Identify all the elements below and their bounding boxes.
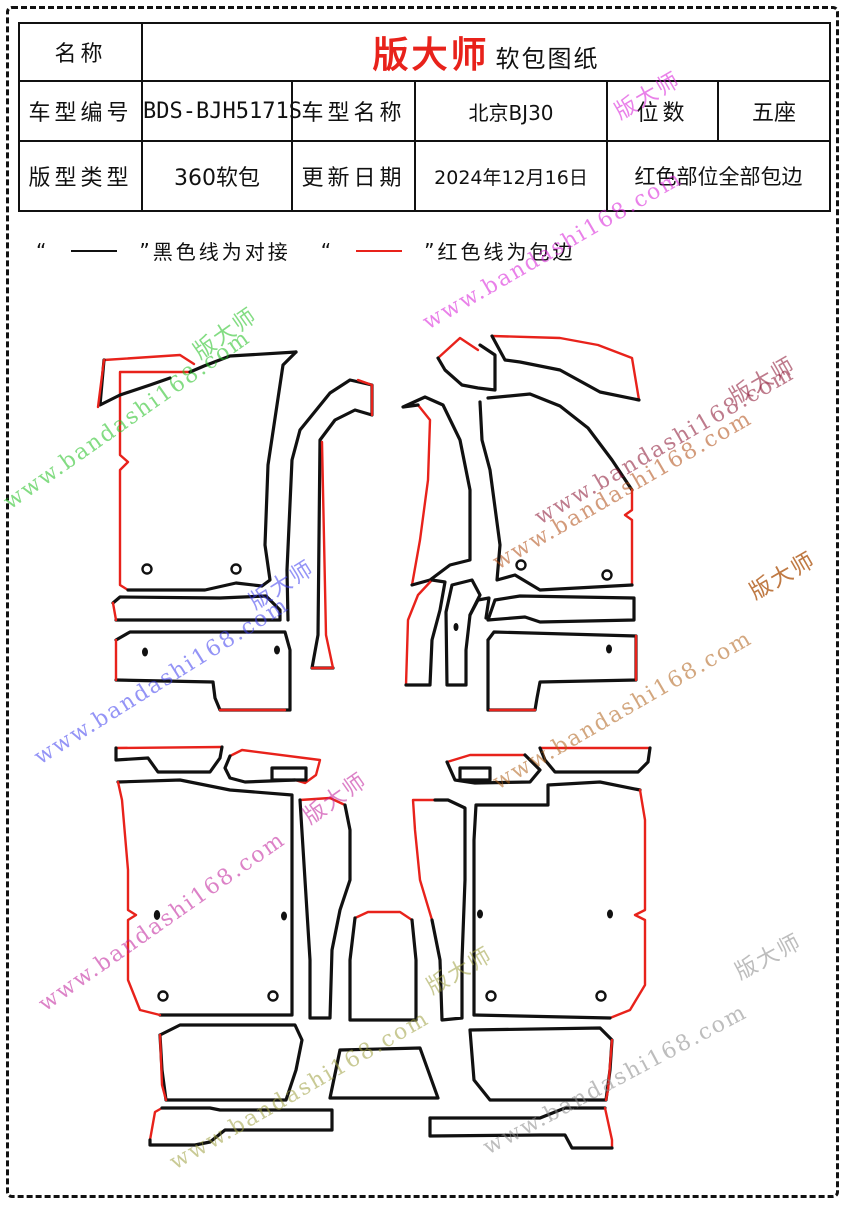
legend-quote-close-2: ” — [424, 238, 438, 263]
watermark-brand-2: 版大师 — [611, 68, 686, 126]
rear-left-seat-piece — [116, 778, 294, 1017]
legend-quote-open-2: “ — [320, 238, 335, 263]
rear-left-top-strip — [114, 745, 224, 774]
rear-right-top-strip — [538, 746, 652, 774]
rear-right-bottom-strip — [428, 1106, 614, 1150]
title-sub: 软包图纸 — [495, 45, 600, 73]
front-right-tunnel-side — [401, 395, 472, 587]
front-right-main-piece — [478, 392, 634, 592]
watermark-url-2: www.bandashi168.com — [419, 166, 687, 335]
rear-left-bottom-strip — [148, 1106, 334, 1147]
legend-quote-close-1: ” — [139, 238, 153, 263]
rear-right-seat-piece — [472, 780, 647, 1020]
watermark-url-7: www.bandashi168.com — [34, 827, 290, 1017]
legend-quote-open-1: “ — [36, 238, 50, 263]
rear-left-tunnel-side — [298, 796, 352, 1020]
front-right-strip — [486, 594, 636, 624]
page-border — [6, 6, 839, 1198]
watermark-brand-6: 版大师 — [746, 548, 821, 606]
rear-left-buckle-piece — [223, 748, 322, 785]
model-code-value: BDS-BJH5171S — [141, 80, 302, 142]
legend-black-text: 黑色线为对接 — [152, 240, 291, 264]
front-left-lower-piece — [114, 630, 292, 712]
rear-right-tunnel-side — [411, 798, 467, 1022]
watermark-url-9: www.bandashi168.com — [479, 1000, 752, 1161]
seats-label: 位数 — [606, 80, 719, 142]
seats-value: 五座 — [716, 80, 832, 142]
red-line-swatch — [356, 249, 403, 252]
date-label: 更新日期 — [291, 140, 416, 212]
front-left-tunnel-side — [285, 378, 374, 670]
watermark-brand-8: 版大师 — [423, 943, 498, 1001]
watermark-url-4: www.bandashi168.com — [489, 406, 757, 575]
title-main: 版大师 — [372, 35, 490, 76]
legend: “ ” 黑色线为对接 “ ” 红色线为包边 — [36, 236, 576, 265]
rear-right-buckle-piece — [445, 753, 542, 785]
legend-red-text: 红色线为包边 — [437, 240, 576, 264]
front-left-strip — [111, 594, 282, 622]
model-name-value: 北京BJ30 — [414, 80, 608, 142]
front-left-main-piece — [96, 350, 298, 592]
front-right-upper-panel — [436, 334, 641, 402]
title-cell: 版大师软包图纸 — [140, 22, 832, 82]
rear-center-hump — [328, 1046, 440, 1100]
name-label: 名称 — [18, 22, 143, 82]
front-right-lower-piece — [486, 630, 638, 712]
type-value: 360软包 — [141, 140, 293, 212]
rear-right-footwell — [468, 1026, 614, 1102]
model-code-label: 车型编号 — [18, 80, 143, 142]
spec-table: 名称 版大师软包图纸 车型编号 BDS-BJH5171S 车型名称 北京BJ30… — [18, 22, 832, 212]
black-line-swatch — [71, 249, 118, 252]
type-label: 版型类型 — [18, 140, 143, 212]
model-name-label: 车型名称 — [291, 80, 416, 142]
rear-left-footwell — [158, 1023, 304, 1102]
watermark-brand-9: 版大师 — [731, 929, 806, 985]
date-value: 2024年12月16日 — [414, 140, 608, 212]
note-value: 红色部位全部包边 — [605, 140, 832, 212]
rear-center-tunnel-top — [348, 910, 418, 1022]
front-center-pieces — [404, 578, 491, 687]
